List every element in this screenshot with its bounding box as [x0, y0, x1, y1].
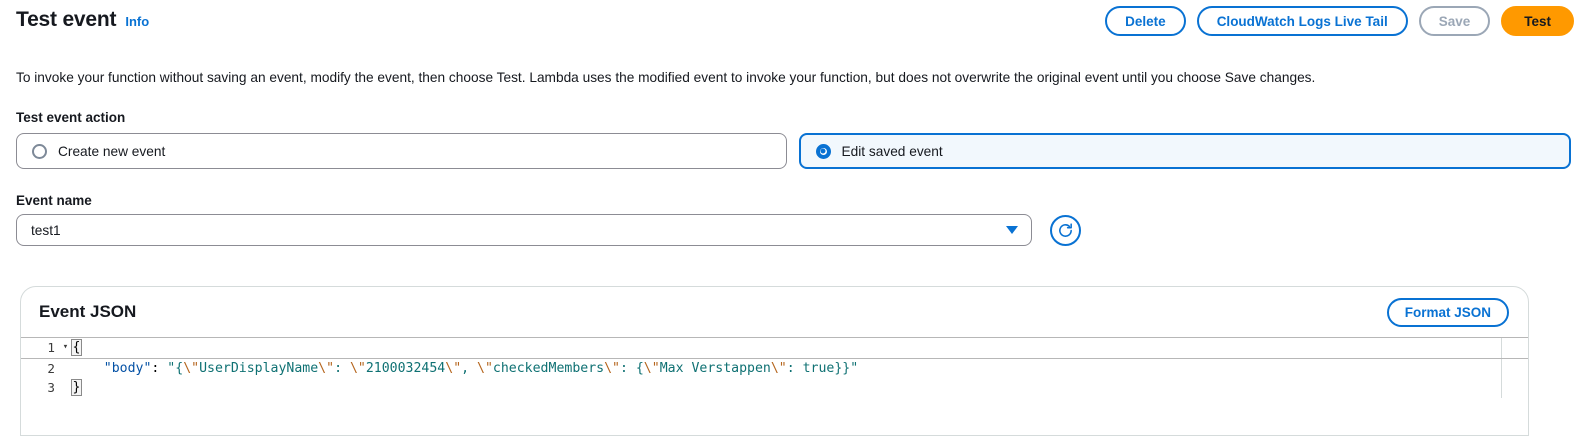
line-number: 2 [47, 360, 55, 376]
radio-edit-saved-event-label: Edit saved event [841, 143, 943, 159]
code-line-text: "body": "{\"UserDisplayName\": \"2100032… [103, 360, 859, 376]
page-title-group: Test event Info [16, 8, 149, 32]
test-button[interactable]: Test [1501, 6, 1574, 36]
test-event-action-label: Test event action [16, 110, 126, 125]
code-line-text: { [71, 339, 82, 356]
event-name-select[interactable]: test1 [16, 214, 1032, 246]
event-json-card: Event JSON Format JSON 1 ▾ { 2 "body": "… [20, 286, 1529, 436]
radio-selected-icon [815, 143, 831, 159]
page-description: To invoke your function without saving a… [16, 70, 1316, 85]
page-title: Test event [16, 8, 117, 31]
code-line[interactable]: 1 ▾ { [21, 337, 1528, 359]
editor-right-divider [1501, 337, 1502, 398]
cloudwatch-logs-live-tail-button[interactable]: CloudWatch Logs Live Tail [1196, 6, 1408, 36]
event-json-header: Event JSON Format JSON [21, 287, 1528, 337]
radio-create-new-event[interactable]: Create new event [16, 133, 787, 169]
fold-toggle-icon[interactable]: ▾ [62, 342, 69, 352]
info-link[interactable]: Info [125, 14, 150, 29]
event-name-label: Event name [16, 193, 92, 208]
radio-edit-saved-event[interactable]: Edit saved event [798, 133, 1571, 169]
refresh-icon [1059, 222, 1072, 237]
format-json-button[interactable]: Format JSON [1386, 297, 1509, 327]
event-name-row: test1 [16, 214, 1081, 246]
radio-create-new-event-label: Create new event [58, 143, 166, 159]
json-code-editor[interactable]: 1 ▾ { 2 "body": "{\"UserDisplayName\": \… [21, 337, 1528, 398]
code-line-text: } [71, 379, 82, 396]
code-line[interactable]: 3 } [21, 378, 1528, 398]
chevron-down-icon [1006, 226, 1018, 234]
delete-button[interactable]: Delete [1105, 6, 1186, 36]
event-name-selected-value: test1 [31, 222, 61, 238]
line-number: 1 [47, 340, 55, 355]
code-line[interactable]: 2 "body": "{\"UserDisplayName\": \"21000… [21, 359, 1528, 379]
header-action-buttons: Delete CloudWatch Logs Live Tail Save Te… [1105, 6, 1574, 36]
line-number: 3 [47, 380, 55, 395]
event-json-title: Event JSON [39, 302, 137, 321]
refresh-button[interactable] [1050, 214, 1081, 246]
page-header: Test event Info Delete CloudWatch Logs L… [0, 0, 1587, 44]
save-button[interactable]: Save [1418, 6, 1491, 36]
test-event-action-radio-group: Create new event Edit saved event [16, 133, 1571, 169]
radio-unselected-icon [32, 143, 47, 159]
